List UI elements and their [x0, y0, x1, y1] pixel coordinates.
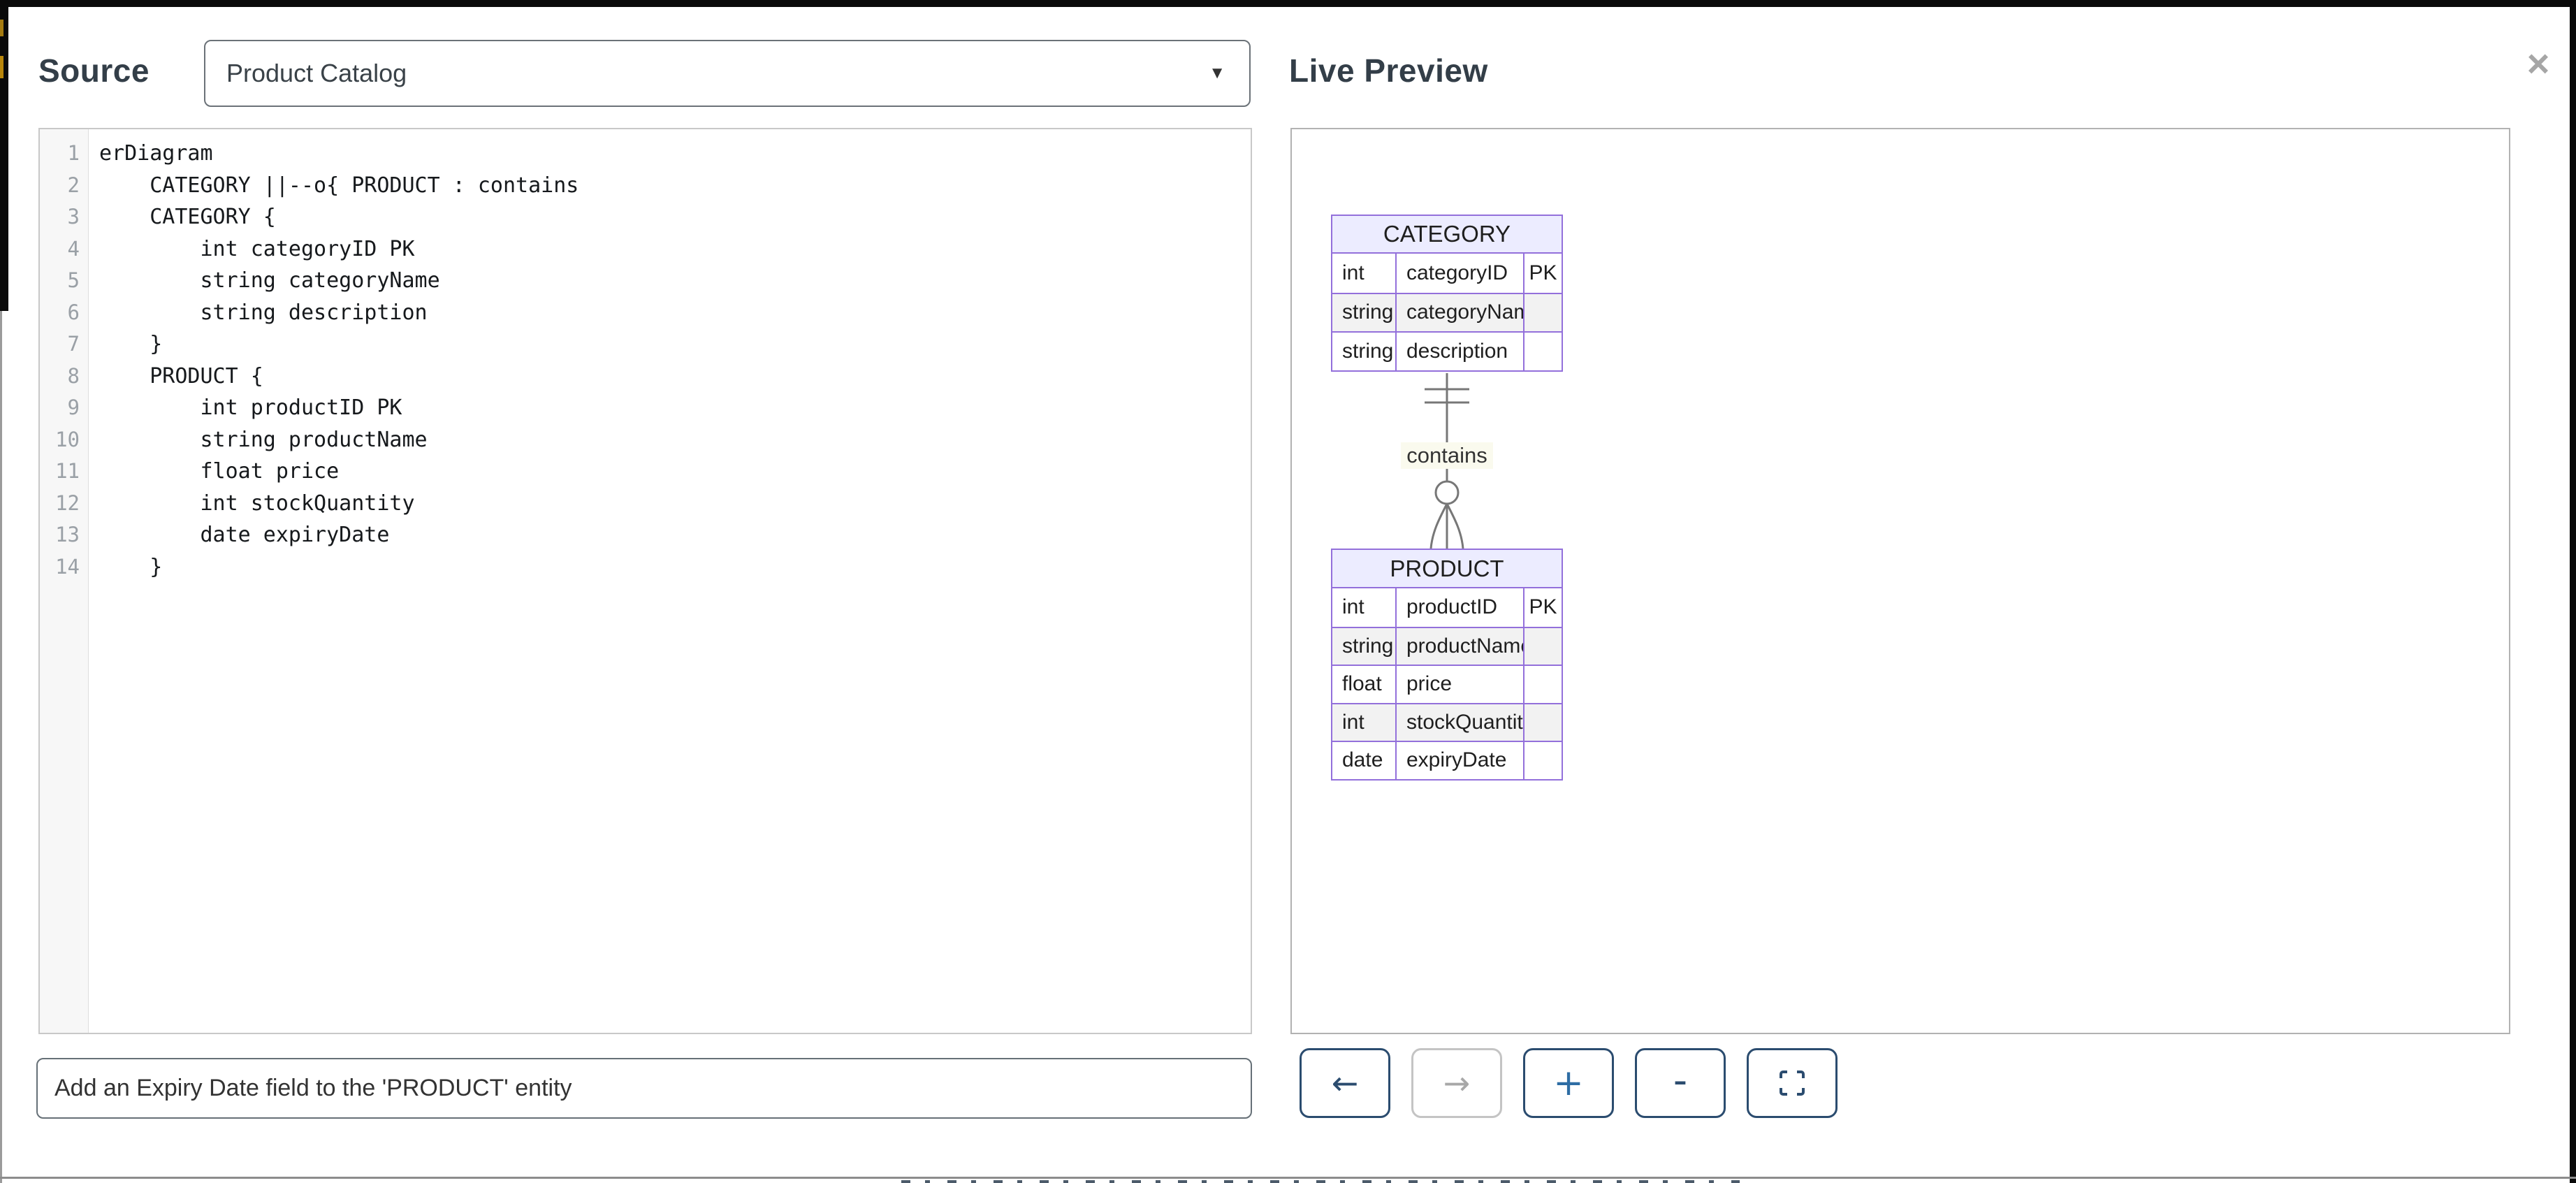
- code-text[interactable]: erDiagram CATEGORY ||--o{ PRODUCT : cont…: [99, 141, 579, 579]
- modal-top-border: [0, 0, 2576, 7]
- relationship-connector: [1425, 373, 1469, 549]
- preview-toolbar: ← → + -: [1300, 1048, 1838, 1118]
- diagram-preview-canvas[interactable]: CATEGORY int categoryID PK string catego…: [1290, 128, 2510, 1034]
- live-preview-heading: Live Preview: [1289, 52, 1488, 89]
- redo-button[interactable]: →: [1411, 1048, 1502, 1118]
- attribute-row: string categoryName: [1332, 292, 1562, 331]
- modal-left-edge: [0, 311, 2, 1183]
- entity-table-category: CATEGORY int categoryID PK string catego…: [1331, 215, 1563, 372]
- attribute-row: int stockQuantity: [1332, 702, 1562, 741]
- chevron-down-icon: ▼: [1209, 64, 1225, 82]
- source-heading: Source: [38, 52, 150, 89]
- fullscreen-icon: [1780, 1070, 1805, 1096]
- modal-right-border: [2570, 0, 2576, 1183]
- undo-button[interactable]: ←: [1300, 1048, 1390, 1118]
- modal-left-border: [0, 0, 8, 311]
- attribute-row: float price: [1332, 665, 1562, 703]
- zoom-out-button[interactable]: -: [1635, 1048, 1726, 1118]
- zoom-in-button[interactable]: +: [1523, 1048, 1614, 1118]
- relationship-label: contains: [1401, 442, 1493, 469]
- arrow-right-icon: →: [1443, 1064, 1471, 1102]
- modal-bottom-border: [0, 1177, 2576, 1179]
- ai-prompt-input[interactable]: [36, 1058, 1252, 1119]
- dropdown-selected-value: Product Catalog: [226, 59, 407, 87]
- attribute-row: date expiryDate: [1332, 741, 1562, 779]
- attribute-row: string description: [1332, 331, 1562, 370]
- entity-title: PRODUCT: [1332, 550, 1562, 588]
- plus-icon: +: [1553, 1062, 1584, 1104]
- minus-icon: -: [1673, 1057, 1688, 1103]
- attribute-row: int categoryID PK: [1332, 254, 1562, 293]
- attribute-row: string productName: [1332, 626, 1562, 665]
- diagram-select-dropdown[interactable]: Product Catalog ▼: [204, 40, 1251, 107]
- entity-table-product: PRODUCT int productID PK string productN…: [1331, 549, 1563, 781]
- fullscreen-button[interactable]: [1747, 1048, 1838, 1118]
- obscured-background-text: [901, 1180, 1740, 1183]
- background-logo-fragment: [0, 20, 3, 36]
- relationship-label-wrap: contains: [1331, 442, 1563, 469]
- attribute-row: int productID PK: [1332, 588, 1562, 627]
- arrow-left-icon: ←: [1331, 1064, 1359, 1102]
- entity-title: CATEGORY: [1332, 216, 1562, 254]
- background-logo-fragment: [0, 56, 3, 78]
- close-icon[interactable]: ×: [2526, 41, 2550, 85]
